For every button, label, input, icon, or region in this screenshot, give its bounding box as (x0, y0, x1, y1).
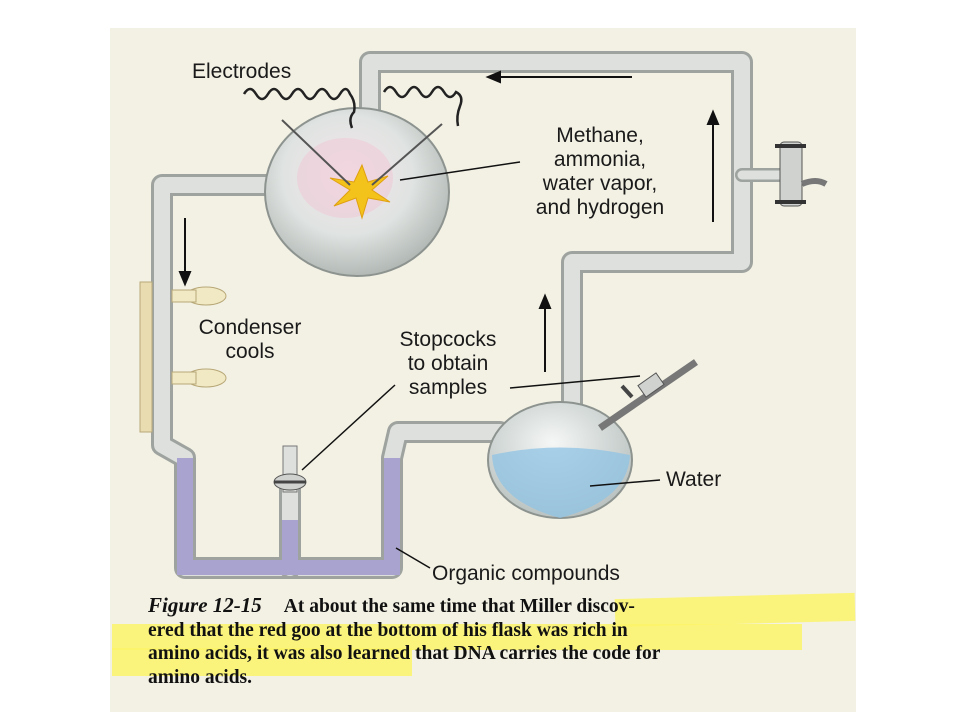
organic-liquid (177, 458, 400, 575)
spark-flask (242, 85, 463, 277)
caption-line-3: amino acids, it was also learned that DN… (148, 643, 661, 664)
condenser (139, 281, 227, 433)
label-stopcocks: Stopcocks to obtain samples (378, 328, 518, 400)
spark-icon (329, 163, 391, 220)
figure-number: Figure 12-15 (148, 593, 262, 617)
caption-text-1: At about the same time that Miller disco… (283, 596, 635, 617)
caption-line-2: ered that the red goo at the bottom of h… (148, 619, 628, 641)
label-gases-line-1: Methane, (556, 124, 644, 147)
label-gases: Methane, ammonia, water vapor, and hydro… (500, 124, 700, 220)
leader-lines (301, 161, 661, 569)
stopcock-bottom (273, 445, 307, 493)
water-flask (487, 359, 698, 519)
caption-line-1: Figure 12-15 At about the same time that … (148, 593, 848, 619)
label-stopcocks-line-1: Stopcocks (399, 328, 497, 351)
label-condenser-line-1: Condenser (198, 316, 302, 339)
side-valve (775, 141, 828, 207)
label-water: Water (666, 468, 722, 491)
label-organic-compounds: Organic compounds (432, 562, 620, 585)
flow-arrows (178, 70, 720, 372)
label-stopcocks-line-3: samples (408, 376, 488, 399)
label-condenser: Condenser cools (182, 316, 318, 364)
figure-caption: Figure 12-15 At about the same time that … (148, 593, 848, 689)
electrode-wire-left (242, 87, 356, 129)
label-gases-line-2: ammonia, (553, 148, 647, 171)
label-condenser-line-2: cools (225, 340, 275, 363)
label-gases-line-3: water vapor, (542, 172, 658, 195)
highlight-mark-2 (112, 624, 802, 650)
label-gases-line-4: and hydrogen (535, 196, 665, 219)
label-stopcocks-line-2: to obtain (407, 352, 489, 375)
label-electrodes: Electrodes (192, 60, 292, 83)
highlight-mark-3 (112, 648, 412, 676)
caption-line-4: amino acids. (148, 666, 253, 688)
electrode-wire-right (382, 85, 463, 127)
